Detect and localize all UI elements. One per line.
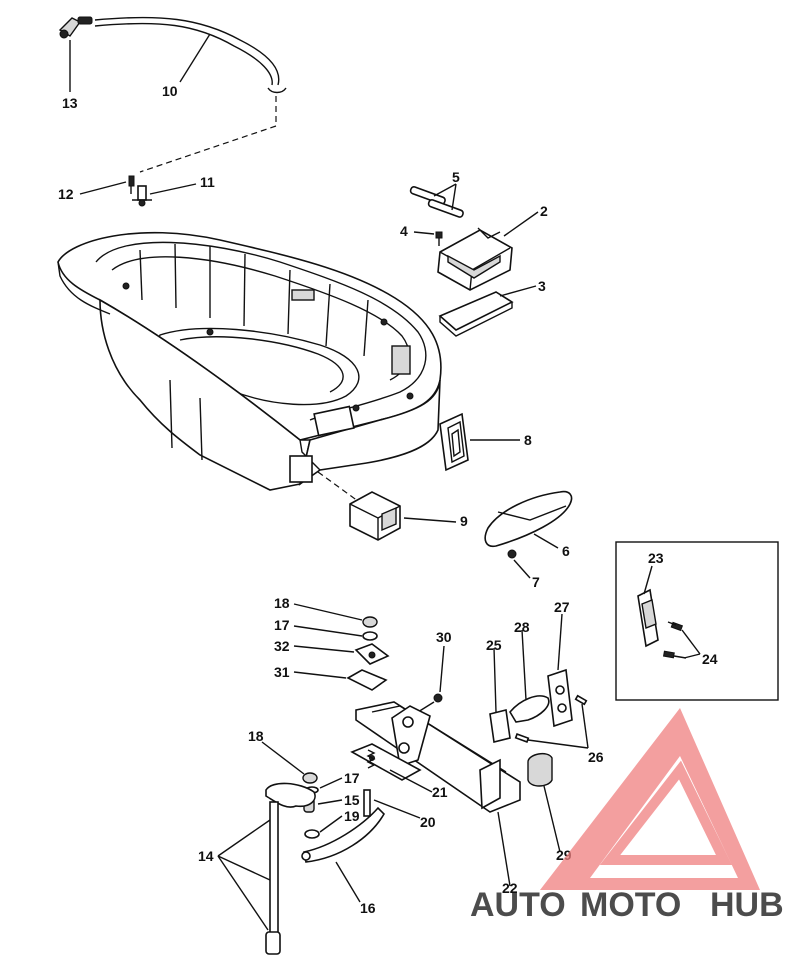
watermark-auto: AUTO (470, 886, 566, 924)
inset-box (615, 541, 779, 701)
part-27-latch-plate (547, 668, 573, 728)
callout-31: 31 (274, 664, 290, 680)
callout-18-upper: 18 (274, 595, 290, 611)
watermark-moto: MOTO (580, 886, 681, 924)
callout-17-lower: 17 (344, 770, 360, 786)
callout-15: 15 (344, 792, 360, 808)
callout-26: 26 (588, 749, 604, 765)
callout-18-lower: 18 (248, 728, 264, 744)
callout-10: 10 (162, 83, 178, 99)
callout-19: 19 (344, 808, 360, 824)
callout-16: 16 (360, 900, 376, 916)
part-4-screw (435, 231, 443, 246)
callout-21: 21 (432, 784, 448, 800)
part-21-22-latch-base (355, 701, 521, 813)
callout-13: 13 (62, 95, 78, 111)
part-17-washer-upper (362, 631, 378, 641)
part-3-pad (438, 291, 514, 337)
callout-22: 22 (502, 880, 518, 896)
callout-5: 5 (452, 169, 460, 185)
callout-7: 7 (532, 574, 540, 590)
part-12-screw (128, 175, 135, 194)
callout-20: 20 (420, 814, 436, 830)
watermark-logo-triangle (540, 708, 760, 890)
part-7-screw (507, 549, 517, 559)
part-16-arm (301, 789, 386, 863)
callout-14: 14 (198, 848, 214, 864)
part-18-nut-lower (302, 772, 318, 784)
part-30-screw (417, 693, 443, 713)
callout-23: 23 (648, 550, 664, 566)
automotohub-watermark: AUTO MOTO HUB (470, 708, 784, 924)
bottom-cowl-housing (57, 231, 442, 491)
part-18-nut-upper (362, 616, 378, 628)
part-32-bracket (354, 643, 390, 665)
callout-4: 4 (400, 223, 408, 239)
part-21-spring (366, 749, 376, 769)
part-29-bumper (527, 752, 553, 787)
callout-32: 32 (274, 638, 290, 654)
callout-24: 24 (702, 651, 718, 667)
callout-labels: 13 10 12 11 5 2 4 3 8 9 6 7 23 24 18 17 … (58, 83, 718, 916)
watermark-hub: HUB (710, 886, 784, 924)
part-2-latch-housing (437, 227, 513, 291)
leader-lines (69, 33, 701, 931)
part-6-pad (484, 490, 573, 548)
part-31-plate (346, 669, 388, 691)
part-8-grommet (439, 412, 469, 472)
callout-28: 28 (514, 619, 530, 635)
callout-11: 11 (200, 174, 215, 190)
callout-3: 3 (538, 278, 546, 294)
callout-12: 12 (58, 186, 74, 202)
callout-27: 27 (554, 599, 570, 615)
part-19-washer (304, 829, 320, 839)
part-25-pawl (489, 709, 511, 743)
part-10-fuel-hose (94, 16, 287, 94)
callout-17-upper: 17 (274, 617, 290, 633)
callout-2: 2 (540, 203, 548, 219)
part-14-lever-rod (265, 782, 316, 955)
callout-30: 30 (436, 629, 452, 645)
callout-9: 9 (460, 513, 468, 529)
part-9-block (349, 491, 401, 541)
part-26-pins (514, 694, 588, 743)
callout-6: 6 (562, 543, 570, 559)
part-28-link (509, 695, 550, 723)
part-11-fitting (132, 185, 152, 207)
callout-8: 8 (524, 432, 532, 448)
part-13-elbow-fitting (58, 16, 93, 39)
callout-25: 25 (486, 637, 502, 653)
part-5-pins (409, 186, 464, 218)
